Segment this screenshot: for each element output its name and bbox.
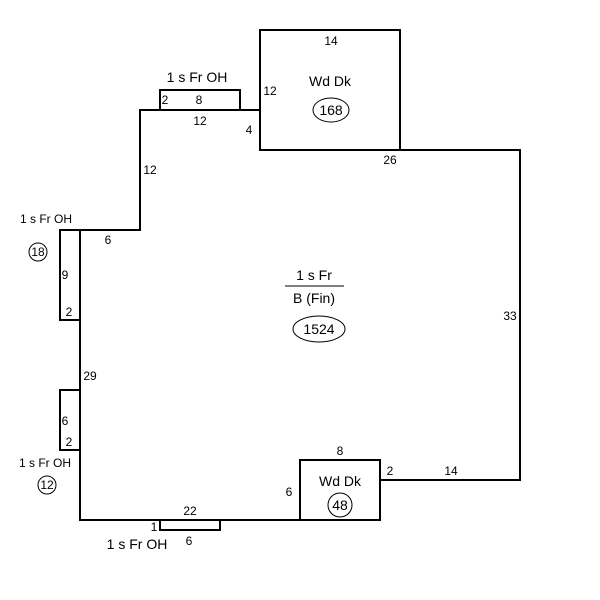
oh-left-lower-label: 1 s Fr OH — [19, 456, 71, 470]
oh-bottom-dim: 6 — [186, 534, 193, 548]
oh-top-label: 1 s Fr OH — [167, 69, 228, 85]
dim-6-dk: 6 — [286, 485, 293, 499]
oh-top-dim-top: 8 — [196, 93, 203, 107]
dim-22: 22 — [183, 504, 197, 518]
main-area-label-top: 1 s Fr — [296, 267, 332, 283]
wd-dk-top-dim-left: 12 — [263, 84, 277, 98]
oh-top-dim-left: 2 — [162, 93, 169, 107]
oh-left-upper-outline — [59, 229, 81, 321]
dim-14-right: 14 — [444, 464, 458, 478]
oh-bottom-outline — [159, 519, 221, 531]
oh-left-lower-circle — [37, 475, 57, 495]
wd-dk-top-area: 168 — [319, 102, 343, 118]
dim-2-dk: 2 — [387, 464, 394, 478]
wd-dk-top-outline — [259, 29, 401, 151]
dim-4: 4 — [246, 123, 253, 137]
wd-dk-top-label: Wd Dk — [309, 73, 352, 89]
oh-left-lower-area: 12 — [40, 478, 54, 492]
wd-dk-top-ellipse — [312, 97, 350, 123]
wd-dk-bottom-outline — [299, 459, 381, 521]
oh-left-upper-label: 1 s Fr OH — [20, 212, 72, 226]
oh-left-upper-dim-9: 9 — [62, 268, 69, 282]
oh-left-upper-area: 18 — [31, 245, 45, 259]
wd-dk-bottom-label: Wd Dk — [319, 473, 362, 489]
oh-left-upper-circle — [28, 242, 48, 262]
main-area-value: 1524 — [303, 321, 334, 337]
dim-1: 1 — [151, 520, 158, 534]
oh-left-lower-outline — [59, 389, 81, 451]
dim-33: 33 — [503, 309, 517, 323]
wd-dk-bottom-circle — [327, 492, 353, 518]
oh-bottom-label: 1 s Fr OH — [107, 536, 168, 552]
dim-12-top: 12 — [193, 114, 207, 128]
oh-top-outline — [159, 89, 241, 111]
oh-left-lower-dim-6: 6 — [62, 414, 69, 428]
dim-8-dk: 8 — [337, 444, 344, 458]
wd-dk-bottom-area: 48 — [332, 497, 348, 513]
main-area-ellipse — [292, 315, 346, 343]
wd-dk-top-dim-top: 14 — [324, 34, 338, 48]
oh-left-lower-dim-2: 2 — [66, 435, 73, 449]
dim-6-left: 6 — [105, 233, 112, 247]
dim-29: 29 — [83, 369, 97, 383]
dim-26: 26 — [383, 153, 397, 167]
oh-left-upper-dim-2: 2 — [66, 305, 73, 319]
main-area-label-bottom: B (Fin) — [293, 290, 335, 306]
dim-12-left: 12 — [143, 163, 157, 177]
